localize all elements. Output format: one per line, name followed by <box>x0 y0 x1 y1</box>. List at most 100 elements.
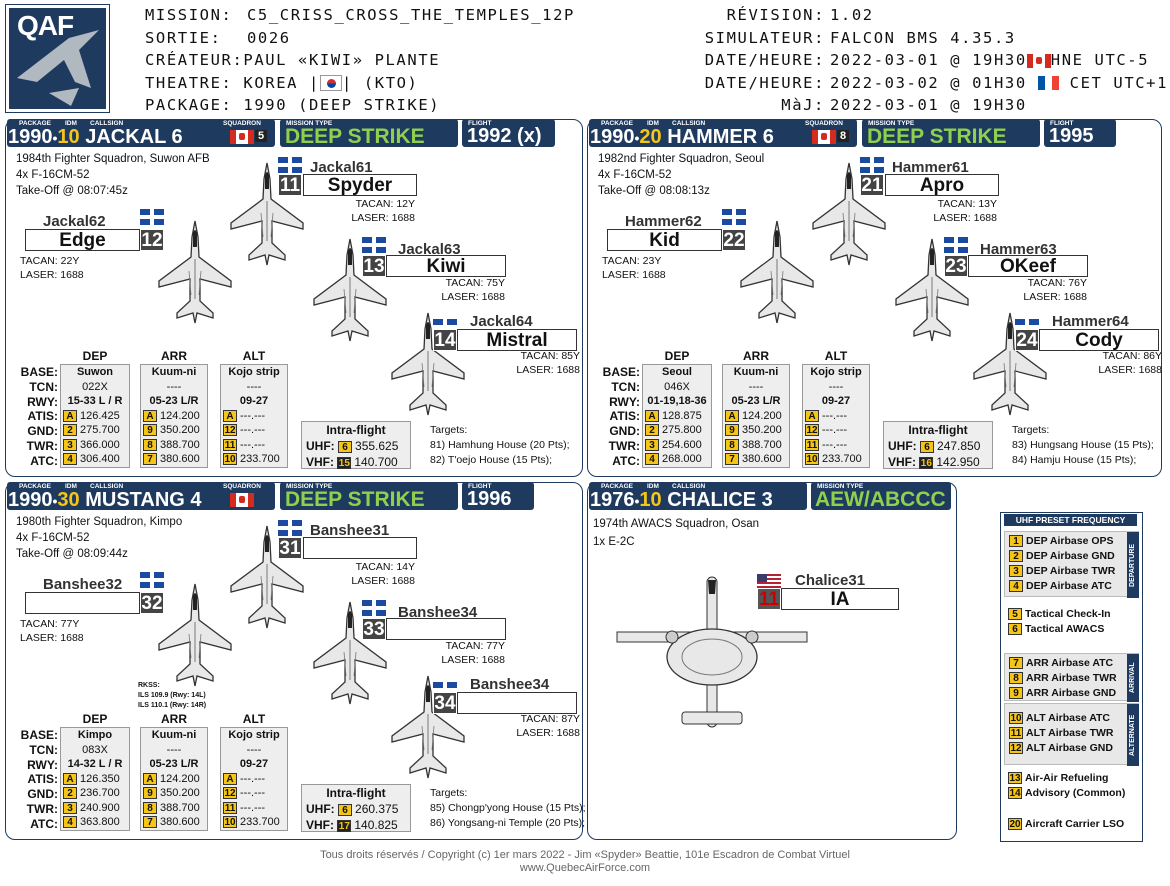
tacan-channel: TACAN: 22Y <box>20 255 80 267</box>
rkss-line: ILS 110.1 (Rwy: 14R) <box>138 702 207 709</box>
flight-id: 1976•10 CHALICE 3 <box>590 489 773 512</box>
targets-list: Targets:83) Hungsang House (15 Pts);84) … <box>1012 423 1154 468</box>
preset-badge: A <box>223 409 237 422</box>
tacan-channel: TACAN: 75Y <box>445 277 505 289</box>
member-number: 12 <box>140 229 164 251</box>
pilot-name: IA <box>781 588 899 610</box>
preset-badge: 2 <box>1009 550 1023 563</box>
package-caption: PACKAGE <box>601 120 634 127</box>
preset-badge: 12 <box>1009 742 1023 755</box>
tacan-value: ---- <box>166 743 182 756</box>
runway-value: 05-23 L/R <box>731 395 781 407</box>
preset-badge: 10 <box>223 453 237 466</box>
mission-value: C5_CRISS_CROSS_THE_TEMPLES_12P <box>247 6 575 24</box>
separator-dot: • <box>52 493 58 509</box>
preset-badge: 16 <box>919 456 934 469</box>
flight-number-box <box>1044 119 1116 147</box>
atis-frequency: ---.--- <box>240 409 266 422</box>
member-number: 14 <box>433 329 457 351</box>
preset-badge: 2 <box>63 787 77 800</box>
preset-badge: 3 <box>63 801 77 814</box>
preset-badge: 7 <box>1009 657 1023 670</box>
row-labels: BASE:TCN:RWY:ATIS:GND:TWR:ATC: <box>8 728 58 832</box>
tacan-channel: TACAN: 87Y <box>520 713 580 725</box>
preset-badge: 11 <box>223 438 237 451</box>
gnd-frequency: 236.700 <box>80 787 120 799</box>
tacan-channel: TACAN: 23Y <box>602 255 662 267</box>
f16-jet-icon <box>388 674 468 789</box>
row-label: ATC: <box>30 453 58 468</box>
pilot-name <box>457 692 577 714</box>
mission-type-box <box>280 482 458 510</box>
preset-badge: 8 <box>143 801 157 814</box>
website-link[interactable]: www.QuebecAirForce.com <box>519 862 651 874</box>
legend-item-label: ALT Airbase ATC <box>1026 712 1111 724</box>
legend-title: UHF PRESET FREQUENCY <box>1004 514 1137 526</box>
flight-header <box>589 482 807 510</box>
preset-badge: 3 <box>645 438 659 451</box>
arr-column-header: ARR <box>161 712 187 726</box>
aircraft-count: 4x F-16CM-52 <box>598 169 672 181</box>
quebec-flag-icon <box>140 572 164 588</box>
squadron-unit: 1982nd Fighter Squadron, Seoul <box>598 153 765 165</box>
airbase-name: Kojo strip <box>228 729 280 741</box>
preset-badge: 11 <box>805 438 819 451</box>
atis-frequency: 124.200 <box>160 409 200 422</box>
flight-callsign: HAMMER 6 <box>667 126 774 148</box>
callsign-caption: CALLSIGN <box>90 120 124 127</box>
twr-frequency: 388.700 <box>160 438 200 451</box>
preset-badge: 9 <box>1009 687 1023 700</box>
callsign-caption: CALLSIGN <box>90 483 124 490</box>
gnd-frequency: ---.--- <box>240 424 266 436</box>
row-label: GND: <box>27 424 58 439</box>
gnd-frequency: 350.200 <box>742 424 782 436</box>
preset-badge: 4 <box>63 816 77 829</box>
runway-value: 14-32 L / R <box>67 758 123 770</box>
atc-frequency: 380.600 <box>160 816 200 828</box>
twr-frequency: 240.900 <box>80 801 120 814</box>
datetime1-label: DATE/HEURE: <box>704 51 825 70</box>
twr-frequency: ---.--- <box>240 801 266 814</box>
qaf-logo: QAF <box>5 4 110 113</box>
arrival-tag: ARRIVAL <box>1127 654 1139 702</box>
atc-frequency: 233.700 <box>822 453 862 465</box>
laser-code: LASER: 1688 <box>351 212 415 224</box>
twr-frequency: 388.700 <box>160 801 200 814</box>
squadron-caption: SQUADRON <box>223 120 261 127</box>
row-label: TCN: <box>611 379 640 394</box>
row-label: TCN: <box>29 379 58 394</box>
gnd-frequency: 275.800 <box>662 424 702 436</box>
preset-badge: 7 <box>725 453 739 466</box>
mission-type: AEW/ABCCC <box>815 488 946 511</box>
preset-badge: A <box>805 409 819 422</box>
member-callsign: Hammer62 <box>625 213 702 230</box>
laser-code: LASER: 1688 <box>516 364 580 376</box>
vhf-label: VHF: <box>306 818 334 832</box>
target-item: Targets: <box>1012 424 1050 436</box>
atis-frequency: 126.425 <box>80 409 120 422</box>
legend-item-label: ARR Airbase TWR <box>1026 672 1117 684</box>
uhf-frequency: 247.850 <box>937 439 981 453</box>
member-callsign: Jackal61 <box>310 159 373 176</box>
f16-jet-icon <box>155 582 235 697</box>
preset-badge: 10 <box>223 816 237 829</box>
legend-item-label: Air-Air Refueling <box>1025 772 1109 784</box>
flight-caption: FLIGHT <box>1050 120 1074 127</box>
row-label: ATIS: <box>27 772 58 787</box>
preset-badge: 8 <box>143 438 157 451</box>
mission-type: DEEP STRIKE <box>867 125 1007 148</box>
mission-type-box <box>811 482 951 510</box>
atis-frequency: ---.--- <box>822 409 848 422</box>
gnd-frequency: 350.200 <box>160 787 200 799</box>
alternate-tag: ALTERNATE <box>1127 704 1139 766</box>
